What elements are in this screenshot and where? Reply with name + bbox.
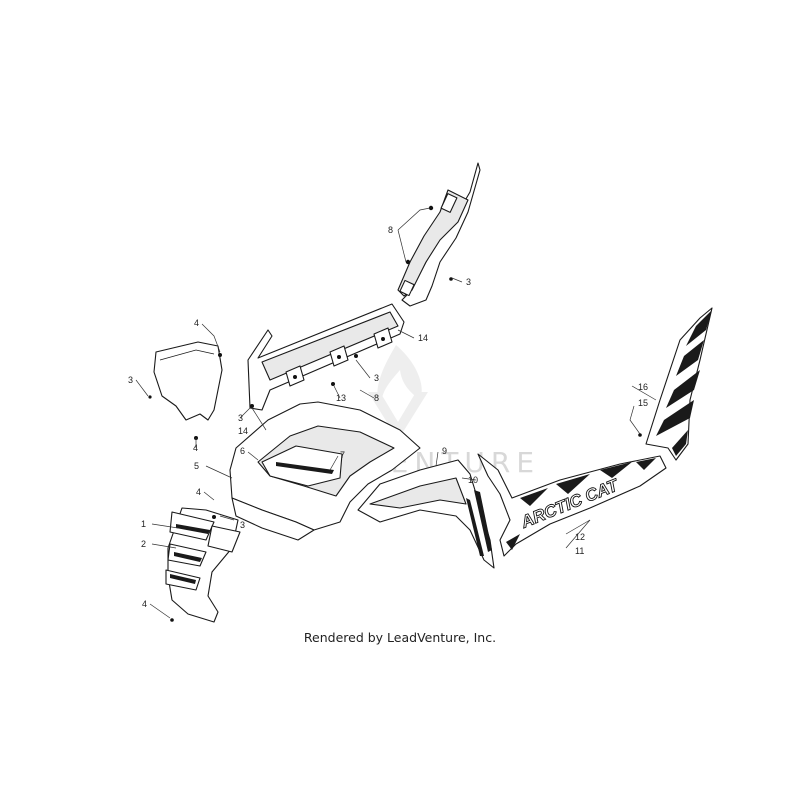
callout-3: 3 [466, 277, 471, 287]
callout-14: 14 [238, 426, 248, 436]
callout-3: 3 [240, 520, 245, 530]
mounting-rail [247, 303, 405, 411]
callout-8: 8 [374, 393, 379, 403]
callout-1: 1 [141, 519, 146, 529]
callout-3: 3 [374, 373, 379, 383]
screw-icon [405, 259, 411, 265]
front-hood [229, 401, 421, 541]
callout-10: 10 [468, 475, 478, 485]
screw-icon [428, 205, 434, 211]
callout-9: 9 [442, 446, 447, 456]
screw-icon [449, 277, 453, 281]
watermark-logo [368, 345, 428, 440]
left-side-cover [148, 341, 223, 440]
callout-2: 2 [141, 539, 146, 549]
callout-4: 4 [194, 318, 199, 328]
callout-3: 3 [128, 375, 133, 385]
callout-13: 13 [336, 393, 346, 403]
callout-4: 4 [196, 487, 201, 497]
render-credit-caption: Rendered by LeadVenture, Inc. [303, 630, 497, 645]
right-fender [357, 459, 495, 569]
callout-5: 5 [194, 461, 199, 471]
leader-lines [135, 207, 657, 619]
callout-3: 3 [238, 413, 243, 423]
callout-4: 4 [142, 599, 147, 609]
callout-12: 12 [575, 532, 585, 542]
callout-7: 7 [340, 450, 345, 460]
callout-8: 8 [388, 225, 393, 235]
callout-16: 16 [638, 382, 648, 392]
callout-6: 6 [240, 446, 245, 456]
callout-labels: 8 3 4 14 3 3 13 8 3 14 4 6 7 9 5 10 4 1 … [128, 225, 648, 609]
rear-decal-strip [638, 307, 713, 461]
callout-11: 11 [575, 546, 584, 556]
callout-4: 4 [193, 443, 198, 453]
front-grille-panel [165, 507, 241, 623]
upper-side-panel [397, 162, 481, 307]
callout-14: 14 [418, 333, 428, 343]
callout-15: 15 [638, 398, 648, 408]
